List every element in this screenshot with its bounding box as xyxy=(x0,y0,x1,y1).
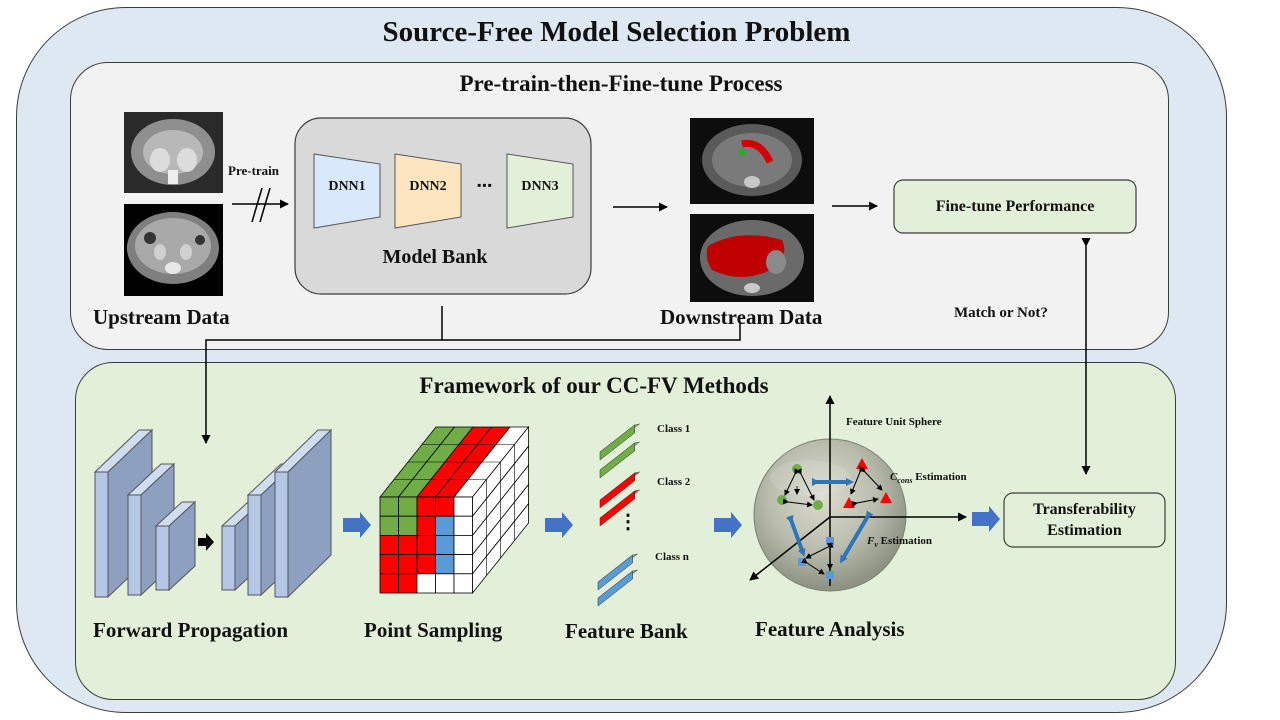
ccons-estimation-label: Ccons Estimation xyxy=(890,471,967,486)
class-2-label: Class 2 xyxy=(657,476,691,488)
finetune-performance-label: Fine-tune Performance xyxy=(935,197,1095,215)
transferability-line-2: Estimation xyxy=(1047,522,1122,539)
downstream-ct-image-2 xyxy=(690,214,814,302)
dnn2-label: DNN2 xyxy=(409,179,447,194)
transferability-line-1: Transferability xyxy=(1033,501,1136,518)
cube-cell xyxy=(416,496,436,517)
class-n-bar xyxy=(597,554,633,591)
downstream-connector xyxy=(442,322,741,341)
pretrain-slash-2 xyxy=(259,187,271,223)
cube-cell xyxy=(435,535,455,556)
class-1-bar xyxy=(599,442,635,479)
downstream-ct-image-1 xyxy=(690,118,814,204)
fv-estimation-label: Fv Estimation xyxy=(867,535,932,550)
cube-cell xyxy=(379,515,399,536)
feature-bank-label: Feature Bank xyxy=(565,619,688,643)
cube-cell xyxy=(416,554,436,575)
cube-cell xyxy=(453,496,473,517)
forward-propagation-label: Forward Propagation xyxy=(93,618,289,642)
transferability-estimation-label: Transferability Estimation xyxy=(1004,493,1165,547)
feature-unit-sphere-label: Feature Unit Sphere xyxy=(846,416,942,428)
transferability-box xyxy=(1003,492,1166,548)
cube-cell xyxy=(435,515,455,536)
upstream-data-label: Upstream Data xyxy=(93,305,230,329)
dnn1-label: DNN1 xyxy=(328,179,366,194)
main-title: Source-Free Model Selection Problem xyxy=(382,16,851,48)
class-2-bar xyxy=(599,472,635,509)
cube-cell xyxy=(435,573,455,594)
encoder-decoder-arrow xyxy=(198,533,214,551)
upper-panel-title: Pre-train-then-Fine-tune Process xyxy=(459,71,783,96)
framework-entry-arrow xyxy=(201,306,443,444)
feature-bank-ellipsis: ⋮ xyxy=(618,511,638,533)
dnn3-label: DNN3 xyxy=(521,179,559,194)
class-2-bar xyxy=(599,490,635,527)
point-sampling-label: Point Sampling xyxy=(364,618,503,642)
dnn2-trapezoid xyxy=(394,153,462,229)
cube-cell xyxy=(416,573,436,594)
upstream-ct-image-1 xyxy=(124,112,223,193)
class-n-label: Class n xyxy=(655,551,689,563)
stage-arrow-2 xyxy=(545,512,573,538)
cube-cell xyxy=(453,554,473,575)
finetune-box xyxy=(893,179,1137,234)
cube-cell xyxy=(435,496,455,517)
pretrain-slash-1 xyxy=(251,187,263,223)
cube-cell xyxy=(453,515,473,536)
green-blue-distance-arrow xyxy=(785,514,806,557)
point-sampling-cube xyxy=(379,425,530,595)
blue-cluster xyxy=(798,537,834,579)
cube-cell xyxy=(416,515,436,536)
feature-bank xyxy=(597,423,640,607)
pretrain-label: Pre-train xyxy=(228,163,280,178)
red-blue-distance-arrow xyxy=(839,510,874,564)
cube-cell xyxy=(453,535,473,556)
upstream-ct-image-2 xyxy=(124,204,223,296)
lower-panel-title: Framework of our CC-FV Methods xyxy=(419,373,769,398)
cube-cell xyxy=(398,554,418,575)
stage-arrow-3 xyxy=(714,512,742,538)
cube-cell xyxy=(379,496,399,517)
cube-cell xyxy=(416,535,436,556)
dnn1-trapezoid xyxy=(313,153,381,229)
dnn3-trapezoid xyxy=(506,153,574,229)
cube-cell xyxy=(398,515,418,536)
class-1-bar xyxy=(599,424,635,461)
red-cluster xyxy=(843,458,892,508)
cube-cell xyxy=(398,573,418,594)
cube-cell xyxy=(379,535,399,556)
green-cluster xyxy=(777,464,823,510)
cube-cell xyxy=(453,573,473,594)
cube-cell xyxy=(398,535,418,556)
cube-cell xyxy=(379,573,399,594)
model-bank-label: Model Bank xyxy=(382,245,488,268)
stage-arrow-4 xyxy=(972,506,1000,532)
cube-cell xyxy=(435,554,455,575)
match-or-not-label: Match or Not? xyxy=(954,305,1048,321)
stage-arrow-1 xyxy=(343,512,371,538)
downstream-data-label: Downstream Data xyxy=(660,305,823,329)
encoder-blocks xyxy=(93,428,197,599)
cube-cell xyxy=(398,496,418,517)
class-n-bar xyxy=(597,570,633,607)
class-1-label: Class 1 xyxy=(657,423,691,435)
decoder-blocks xyxy=(220,428,333,599)
cube-cell xyxy=(379,554,399,575)
feature-analysis-label: Feature Analysis xyxy=(755,617,905,641)
model-ellipsis: ▪▪▪ xyxy=(477,177,493,192)
